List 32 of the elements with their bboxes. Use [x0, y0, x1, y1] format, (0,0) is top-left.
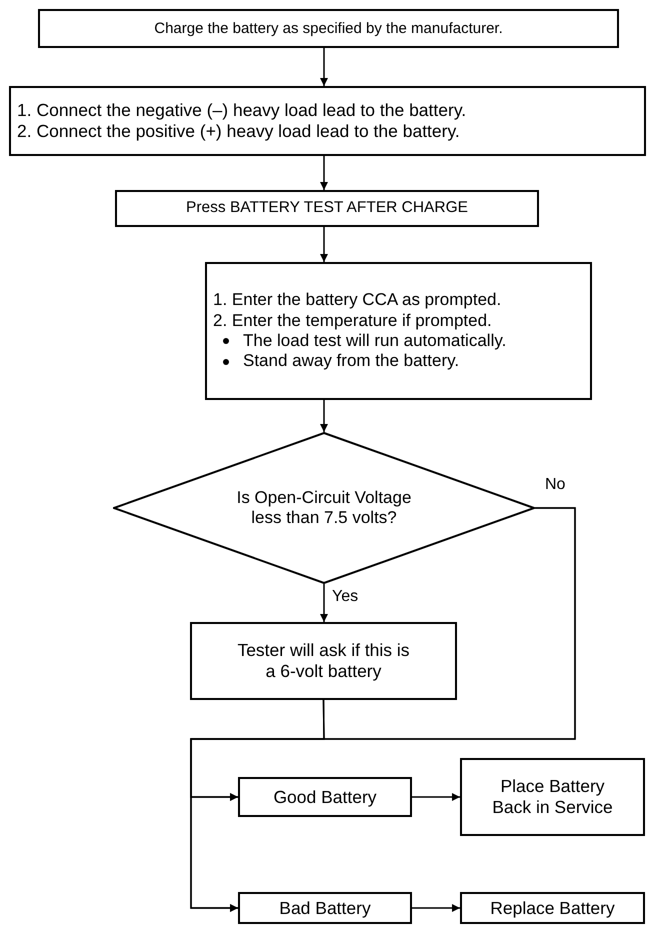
bullet-text: The load test will run automatically.: [243, 331, 506, 352]
step-text: 2. Enter the temperature if prompted.: [213, 310, 492, 331]
step-text: 1. Enter the battery CCA as prompted.: [213, 290, 502, 311]
decision-diamond: [113, 432, 535, 584]
arrow: [412, 904, 460, 912]
step-text: Tester will ask if this is a 6-volt battery: [236, 640, 411, 682]
process-box: [115, 190, 539, 227]
step-text: Bad Battery: [279, 898, 371, 918]
action-box: [460, 758, 645, 836]
step-text: Place Battery Back in Service: [491, 776, 614, 818]
result-box: [238, 777, 412, 817]
arrow: [320, 227, 328, 262]
action-box: [460, 892, 645, 924]
process-box: [38, 9, 619, 48]
process-box: [190, 622, 457, 700]
arrow: [320, 48, 328, 86]
step-text: 1. Connect the negative (–) heavy load lead to the battery.: [17, 100, 466, 121]
step-text: Press BATTERY TEST AFTER CHARGE: [186, 199, 468, 218]
arrow: [320, 400, 328, 432]
step-text: Is Open-Circuit Voltage less than 7.5 volts?: [236, 488, 412, 528]
arrow: [412, 793, 460, 801]
arrow: [190, 700, 325, 912]
step-text: 2. Connect the positive (+) heavy load lead to the battery.: [17, 121, 460, 142]
step-text: Replace Battery: [490, 898, 615, 918]
bullet-text: Stand away from the battery.: [243, 351, 460, 372]
step-text: Good Battery: [273, 786, 377, 808]
arrow: [320, 156, 328, 190]
arrow: [320, 584, 328, 622]
process-box: [205, 262, 592, 400]
result-box: [238, 892, 412, 924]
process-box: [9, 86, 646, 156]
step-text: Charge the battery as specified by the manufacturer.: [154, 20, 503, 38]
